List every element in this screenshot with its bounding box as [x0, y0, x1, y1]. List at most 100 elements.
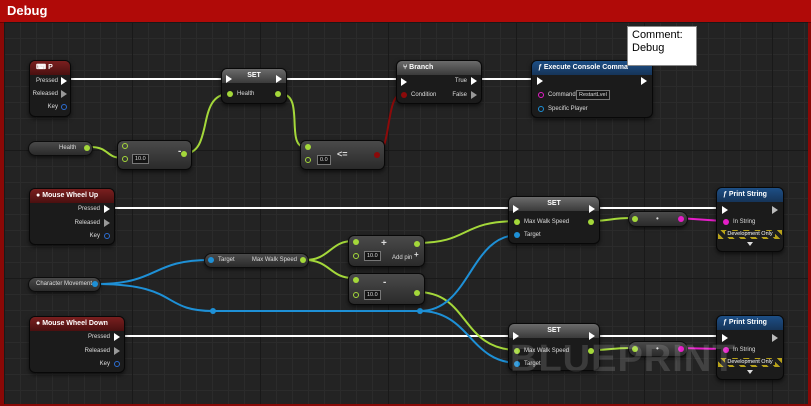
speed-input-pin[interactable]	[514, 219, 520, 225]
set-max-walk-speed-node[interactable]: SET Max Walk Speed Target	[508, 323, 600, 371]
execute-console-command-node[interactable]: ƒ Execute Console Comma Command RestartL…	[531, 60, 653, 118]
add-pin-button[interactable]: Add pin	[392, 255, 413, 261]
pressed-exec-pin[interactable]	[61, 77, 67, 85]
comment-title: Debug	[7, 3, 48, 18]
output-pin[interactable]	[181, 151, 187, 157]
subtract-node[interactable]: - 10.0	[348, 273, 425, 305]
conversion-node[interactable]: •	[628, 341, 688, 357]
command-value-field[interactable]: RestartLvel	[576, 90, 610, 100]
exec-in-pin[interactable]	[722, 334, 728, 342]
conversion-node[interactable]: •	[628, 211, 688, 227]
exec-in-pin[interactable]	[513, 205, 519, 213]
node-header: ƒ Execute Console Comma	[532, 61, 652, 75]
condition-pin[interactable]	[401, 92, 407, 98]
add-pin-plus-icon[interactable]: +	[414, 250, 419, 259]
mouse-wheel-up-event-node[interactable]: ● Mouse Wheel Up Pressed Released Key	[29, 188, 115, 245]
branch-node[interactable]: ⑂ Branch True Condition False	[396, 60, 482, 104]
true-exec-pin[interactable]	[471, 77, 477, 85]
value-field[interactable]: 10.0	[364, 251, 381, 261]
in-string-pin[interactable]	[723, 219, 729, 225]
pressed-exec-pin[interactable]	[114, 333, 120, 341]
input-pin[interactable]	[122, 143, 128, 149]
p-key-event-node[interactable]: ⌨ P Pressed Released Key	[29, 60, 71, 117]
input-pin[interactable]	[353, 292, 359, 298]
target-pin[interactable]	[514, 361, 520, 367]
float-output-pin[interactable]	[300, 257, 306, 263]
command-pin[interactable]	[538, 92, 544, 98]
max-walk-speed-label: Max Walk Speed	[524, 219, 570, 225]
exec-in-pin[interactable]	[226, 75, 232, 83]
get-max-walk-speed-node[interactable]: Target Max Walk Speed	[204, 253, 309, 268]
exec-in-pin[interactable]	[537, 77, 543, 85]
health-getter-node[interactable]: Health	[28, 141, 93, 156]
character-movement-node[interactable]: Character Movement	[28, 277, 101, 292]
float-input-pin[interactable]	[632, 346, 638, 352]
target-pin[interactable]	[514, 232, 520, 238]
exec-in-pin[interactable]	[513, 332, 519, 340]
output-pin[interactable]	[414, 241, 420, 247]
exec-out-pin[interactable]	[772, 206, 778, 214]
set-max-walk-speed-node[interactable]: SET Max Walk Speed Target	[508, 196, 600, 244]
exec-out-pin[interactable]	[589, 332, 595, 340]
add-node[interactable]: + 10.0 Add pin +	[348, 235, 425, 267]
exec-out-pin[interactable]	[276, 75, 282, 83]
released-exec-pin[interactable]	[114, 347, 120, 355]
key-pin[interactable]	[114, 361, 120, 367]
false-exec-pin[interactable]	[471, 91, 477, 99]
value-field[interactable]: 10.0	[132, 154, 149, 164]
object-output-pin[interactable]	[92, 281, 98, 287]
command-label: Command	[548, 92, 576, 98]
key-pin[interactable]	[61, 104, 67, 110]
released-exec-pin[interactable]	[61, 90, 67, 98]
value-field[interactable]: 0.0	[317, 155, 331, 165]
health-input-pin[interactable]	[227, 91, 233, 97]
node-header: SET	[509, 197, 599, 211]
comment-header[interactable]: Debug	[0, 0, 811, 23]
keyboard-icon: ⌨	[36, 64, 49, 71]
input-pin[interactable]	[353, 239, 359, 245]
set-health-node[interactable]: SET Health	[221, 68, 287, 104]
in-string-pin[interactable]	[723, 347, 729, 353]
released-label: Released	[74, 220, 100, 226]
speed-output-pin[interactable]	[588, 348, 594, 354]
speed-output-pin[interactable]	[588, 219, 594, 225]
bool-output-pin[interactable]	[374, 152, 380, 158]
subtract-node[interactable]: 10.0 -	[117, 140, 192, 170]
input-pin[interactable]	[305, 157, 311, 163]
exec-out-pin[interactable]	[589, 205, 595, 213]
input-pin[interactable]	[353, 253, 359, 259]
exec-out-pin[interactable]	[641, 77, 647, 85]
expand-arrow-icon[interactable]	[747, 242, 753, 246]
pressed-exec-pin[interactable]	[104, 205, 110, 213]
development-only-banner: Development Only	[718, 230, 782, 239]
mouse-wheel-down-event-node[interactable]: ● Mouse Wheel Down Pressed Released Key	[29, 316, 125, 373]
function-icon: ƒ	[723, 191, 729, 198]
health-output-pin[interactable]	[84, 145, 90, 151]
target-pin[interactable]	[208, 257, 214, 263]
string-output-pin[interactable]	[678, 346, 684, 352]
float-input-pin[interactable]	[632, 216, 638, 222]
print-string-node[interactable]: ƒ Print String In String Development Onl…	[716, 187, 784, 252]
exec-out-pin[interactable]	[772, 334, 778, 342]
input-pin[interactable]	[353, 277, 359, 283]
print-string-node[interactable]: ƒ Print String In String Development Onl…	[716, 315, 784, 380]
released-exec-pin[interactable]	[104, 219, 110, 227]
input-pin[interactable]	[305, 144, 311, 150]
output-pin[interactable]	[414, 290, 420, 296]
expand-arrow-icon[interactable]	[747, 370, 753, 374]
conversion-symbol: •	[656, 344, 659, 353]
key-pin[interactable]	[104, 233, 110, 239]
comment-tooltip: Comment: Debug	[627, 26, 697, 66]
value-field[interactable]: 10.0	[364, 290, 381, 300]
player-pin[interactable]	[538, 106, 544, 112]
speed-input-pin[interactable]	[514, 348, 520, 354]
exec-in-pin[interactable]	[401, 78, 407, 86]
less-equal-node[interactable]: 0.0 <=	[300, 140, 385, 170]
function-icon: ƒ	[538, 64, 544, 71]
health-output-pin[interactable]	[275, 91, 281, 97]
input-pin[interactable]	[122, 156, 128, 162]
exec-in-pin[interactable]	[722, 206, 728, 214]
node-header: ● Mouse Wheel Up	[30, 189, 114, 203]
target-label: Target	[218, 257, 235, 263]
string-output-pin[interactable]	[678, 216, 684, 222]
